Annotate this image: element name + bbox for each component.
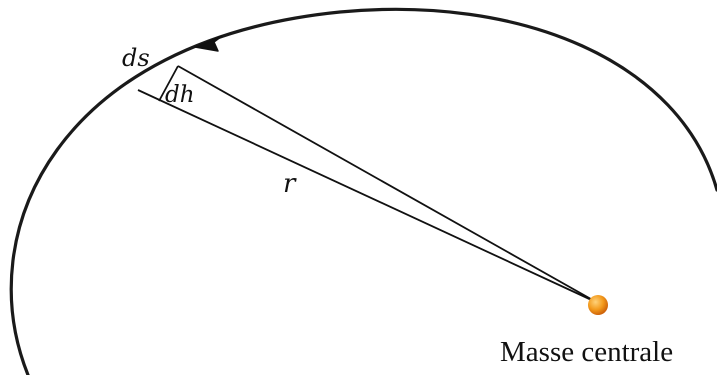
label-dh: dh — [165, 82, 195, 108]
radius-line-upper — [177, 65, 599, 304]
orbit-path — [9, 7, 717, 375]
label-ds: ds — [122, 44, 150, 72]
dh-segment — [158, 65, 179, 102]
arrowhead-icon — [194, 35, 223, 52]
label-central-mass: Masse centrale — [500, 336, 673, 368]
orange-sphere-icon — [588, 295, 608, 315]
label-r: r — [283, 169, 297, 199]
radius-line-lower — [137, 89, 599, 304]
